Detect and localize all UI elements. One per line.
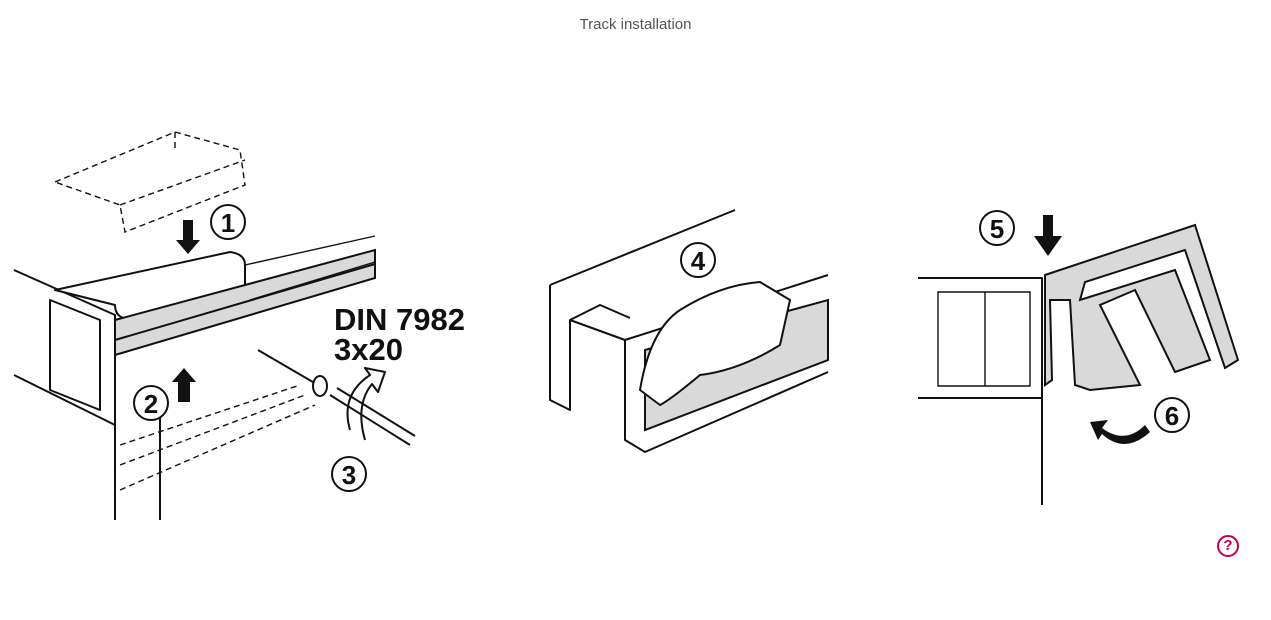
step-number-5: 5 [990,214,1004,244]
screw-size: 3x20 [334,332,403,367]
step-5-6-illustration: 5 6 [918,210,1240,505]
screw-standard: DIN 7982 [334,302,465,337]
step-1-3-illustration: 1 2 3 DIN 7982 3x20 [13,131,465,520]
help-icon[interactable]: ? [1217,535,1239,557]
step-number-3: 3 [342,460,356,490]
step-4-illustration: 4 [549,209,829,453]
step-number-1: 1 [221,208,235,238]
step-number-6: 6 [1165,401,1179,431]
page-title: Track installation [579,16,692,33]
step-number-2: 2 [144,389,158,419]
step-number-4: 4 [691,246,706,276]
